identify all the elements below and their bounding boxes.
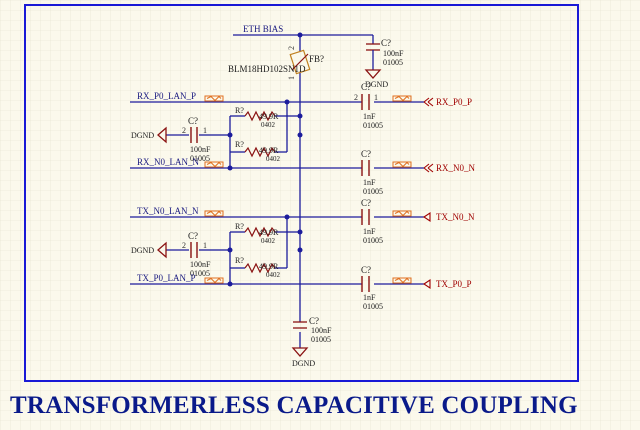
tx-filter-cap-value: 100nF — [190, 260, 211, 269]
port-label-tx-n0-n: TX_N0_N — [436, 212, 475, 222]
port-label-rx-p0-p: RX_P0_P — [436, 97, 472, 107]
bias-bottom-cap-package: 01005 — [311, 335, 331, 344]
rx-filter-cap-designator: C? — [188, 116, 198, 126]
rx-r1-designator: R? — [235, 106, 244, 115]
rx-filter-cap-value: 100nF — [190, 145, 211, 154]
dgnd-symbol-tx — [157, 241, 167, 259]
rx-filter-capacitor[interactable] — [190, 127, 198, 143]
rx-filter-cap-package: 01005 — [190, 154, 210, 163]
dgnd-label-tx: DGND — [131, 246, 154, 255]
rx-resistor-2[interactable] — [244, 146, 276, 158]
bias-top-cap-package: 01005 — [383, 58, 403, 67]
port-tx-p0-p-arrow[interactable] — [423, 278, 431, 290]
ferrite-pin-top: 2 — [287, 46, 296, 50]
sheet-frame — [24, 4, 579, 382]
port-tx-n0-n-arrow[interactable] — [423, 211, 431, 223]
rx-p-cap-pin-left: 2 — [354, 93, 358, 102]
port-rx-n0-n-arrow[interactable] — [423, 163, 434, 173]
rx-r1-value: 49.9R — [259, 112, 279, 121]
net-label-eth-bias: ETH BIAS — [243, 24, 283, 34]
tx-r1-package: 0402 — [261, 237, 276, 245]
net-label-rx-n0-lan-n: RX_N0_LAN_N — [137, 157, 199, 167]
junction-dots — [227, 32, 303, 287]
tx-r2-package: 0402 — [266, 271, 281, 279]
tx-p-cap-value: 1nF — [363, 293, 376, 302]
page-title: TRANSFORMERLESS CAPACITIVE COUPLING — [10, 392, 578, 419]
tx-r1-designator: R? — [235, 222, 244, 231]
net-label-tx-n0-lan-n: TX_N0_LAN_N — [137, 206, 199, 216]
dgnd-label-rx: DGND — [131, 131, 154, 140]
tx-r2-value: 49.9R — [259, 262, 279, 271]
rx-r2-designator: R? — [235, 140, 244, 149]
tx-filter-cap-package: 01005 — [190, 269, 210, 278]
rx-r2-package: 0402 — [266, 155, 281, 163]
tx-n-cap-designator: C? — [361, 198, 371, 208]
dgnd-label-top: DGND — [365, 80, 388, 89]
net-label-tx-p0-lan-p: TX_P0_LAN_P — [137, 273, 196, 283]
net-label-rx-p0-lan-p: RX_P0_LAN_P — [137, 91, 196, 101]
tx-filter-capacitor[interactable] — [190, 242, 198, 258]
rx-r2-value: 49.9R — [259, 146, 279, 155]
rx-filter-cap-pin-left: 2 — [182, 126, 186, 135]
tx-n-coupling-capacitor[interactable] — [361, 209, 370, 225]
dgnd-symbol-rx — [157, 126, 167, 144]
port-label-rx-n0-n: RX_N0_N — [436, 163, 476, 173]
rx-n-coupling-capacitor[interactable] — [361, 160, 370, 176]
rx-p-cap-package: 01005 — [363, 121, 383, 130]
tx-filter-cap-designator: C? — [188, 231, 198, 241]
bias-top-capacitor[interactable] — [366, 43, 380, 56]
rx-p-coupling-capacitor[interactable] — [361, 94, 370, 110]
tx-p-cap-package: 01005 — [363, 302, 383, 311]
rx-n-cap-value: 1nF — [363, 178, 376, 187]
rx-resistor-1[interactable] — [244, 110, 276, 122]
tx-resistor-2[interactable] — [244, 262, 276, 274]
tx-n-cap-value: 1nF — [363, 227, 376, 236]
tx-p-coupling-capacitor[interactable] — [361, 276, 370, 292]
bias-top-cap-designator: C? — [381, 38, 391, 48]
dgnd-symbol-bottom — [291, 347, 309, 357]
tx-p-cap-designator: C? — [361, 265, 371, 275]
dgnd-symbol-top — [364, 69, 382, 79]
bias-bottom-capacitor[interactable] — [293, 321, 307, 329]
rx-n-cap-designator: C? — [361, 149, 371, 159]
diff-pair-markers — [204, 95, 412, 284]
tx-r1-value: 49.9R — [259, 228, 279, 237]
rx-filter-cap-pin-right: 1 — [203, 126, 207, 135]
rx-n-cap-package: 01005 — [363, 187, 383, 196]
ferrite-bead[interactable] — [289, 49, 311, 75]
rx-r1-package: 0402 — [261, 121, 276, 129]
tx-resistor-1[interactable] — [244, 226, 276, 238]
rx-p-cap-pin-right: 1 — [374, 93, 378, 102]
ferrite-part-number: BLM18HD102SN1D — [228, 64, 306, 74]
rx-p-cap-designator: C? — [361, 82, 371, 92]
tx-filter-cap-pin-left: 2 — [182, 241, 186, 250]
tx-n-cap-package: 01005 — [363, 236, 383, 245]
bias-top-cap-value: 100nF — [383, 49, 404, 58]
tx-r2-designator: R? — [235, 256, 244, 265]
port-label-tx-p0-p: TX_P0_P — [436, 279, 472, 289]
rx-p-cap-value: 1nF — [363, 112, 376, 121]
ferrite-designator: FB? — [309, 54, 324, 64]
ferrite-pin-bottom: 1 — [287, 76, 296, 80]
bias-bottom-cap-value: 100nF — [311, 326, 332, 335]
dgnd-label-bottom: DGND — [292, 359, 315, 368]
tx-filter-cap-pin-right: 1 — [203, 241, 207, 250]
bias-bottom-cap-designator: C? — [309, 316, 319, 326]
port-rx-p0-p-arrow[interactable] — [423, 97, 434, 107]
